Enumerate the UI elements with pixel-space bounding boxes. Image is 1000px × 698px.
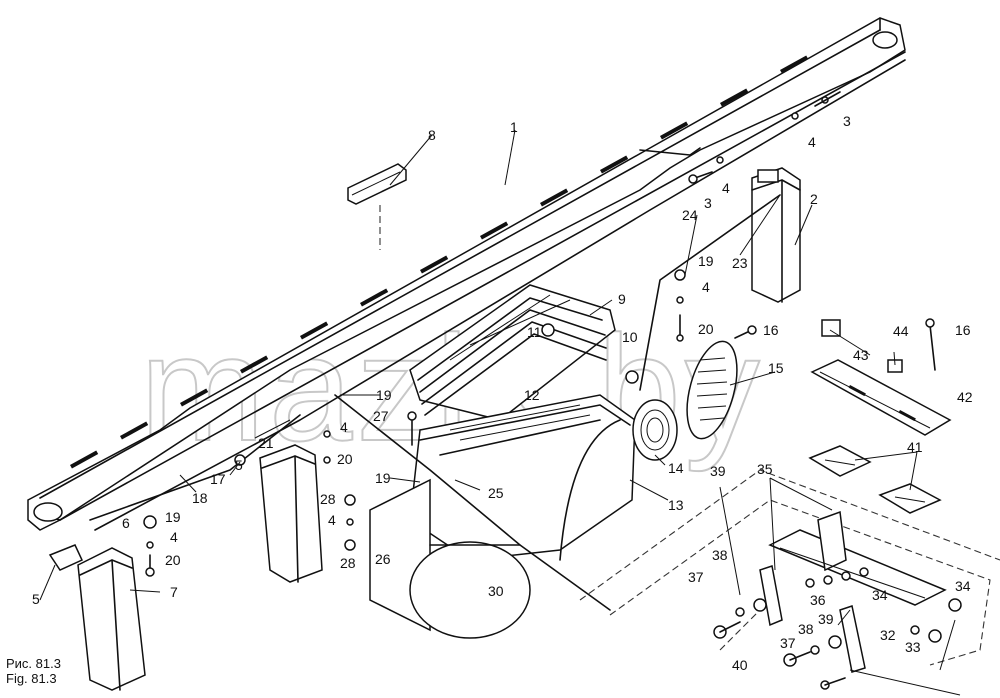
callout-10: 10 — [622, 329, 638, 345]
callout-2: 2 — [810, 191, 818, 207]
figure-caption: Рис. 81.3 Fig. 81.3 — [6, 656, 61, 686]
callout-34b: 34 — [872, 587, 888, 603]
callout-14: 14 — [668, 460, 684, 476]
heater-housing-part-13 — [409, 394, 636, 561]
leader-lines — [39, 129, 961, 696]
main-beam-part-1 — [27, 17, 906, 531]
callout-39a: 39 — [710, 463, 726, 479]
callout-13: 13 — [668, 497, 684, 513]
vent-grille-part-15 — [686, 340, 738, 440]
pad-part-8 — [347, 163, 407, 250]
callout-33: 33 — [905, 639, 921, 655]
lower-bracket-part-35 — [768, 510, 947, 606]
callout-15: 15 — [768, 360, 784, 376]
callout-29-slot: 28 — [340, 555, 356, 571]
plates-part-41 — [808, 445, 942, 514]
support-post-part-7 — [77, 547, 146, 691]
callout-4f: 4 — [170, 529, 178, 545]
callout-35: 35 — [757, 461, 773, 477]
callout-20a: 20 — [698, 321, 714, 337]
callout-19a: 19 — [698, 253, 714, 269]
callout-11: 11 — [527, 324, 542, 340]
caption-line-en: Fig. 81.3 — [6, 671, 57, 686]
levers — [759, 565, 866, 673]
callout-30: 30 — [488, 583, 504, 599]
callout-labels: 1 2 3 3 4 4 4 4 4 4 5 5 6 7 8 9 10 11 12… — [32, 113, 973, 673]
callout-5a: 5 — [32, 591, 40, 607]
support-post-part-2 — [751, 167, 801, 303]
callout-34a: 34 — [955, 578, 971, 594]
callout-9: 9 — [618, 291, 626, 307]
callout-20b: 20 — [337, 451, 353, 467]
callout-6: 6 — [122, 515, 130, 531]
callout-5b: 5 — [235, 457, 243, 473]
callout-44: 44 — [893, 323, 909, 339]
drum-assembly — [369, 478, 531, 639]
callout-19b: 19 — [376, 387, 392, 403]
callout-25: 25 — [488, 485, 504, 501]
callout-19d: 19 — [165, 509, 181, 525]
callout-42: 42 — [957, 389, 973, 405]
callout-20c: 20 — [165, 552, 181, 568]
fasteners — [48, 91, 962, 690]
bracket-part-42 — [810, 359, 952, 436]
callout-40: 40 — [732, 657, 748, 673]
callout-4a: 4 — [808, 134, 816, 150]
callout-28: 28 — [320, 491, 336, 507]
callout-19c: 19 — [375, 470, 391, 486]
callout-3b: 3 — [704, 195, 712, 211]
clip-parts-43 — [821, 319, 903, 373]
callout-26: 26 — [375, 551, 391, 567]
callout-36: 36 — [810, 592, 826, 608]
callout-38b: 38 — [798, 621, 814, 637]
callout-8: 8 — [428, 127, 436, 143]
callout-12: 12 — [524, 387, 540, 403]
caption-line-ru: Рис. 81.3 — [6, 656, 61, 671]
callout-4e: 4 — [328, 512, 336, 528]
cables — [89, 194, 781, 611]
callout-4c: 4 — [702, 279, 710, 295]
callout-38a: 38 — [712, 547, 728, 563]
callout-4d: 4 — [340, 419, 348, 435]
callout-24: 24 — [682, 207, 698, 223]
callout-32: 32 — [880, 627, 896, 643]
callout-39b: 39 — [818, 611, 834, 627]
callout-17: 17 — [210, 471, 226, 487]
callout-18: 18 — [192, 490, 208, 506]
callout-37b: 37 — [780, 635, 796, 651]
callout-1: 1 — [510, 119, 518, 135]
callout-4b: 4 — [722, 180, 730, 196]
beam-slots — [70, 55, 809, 469]
callout-37a: 37 — [688, 569, 704, 585]
callout-3a: 3 — [843, 113, 851, 129]
callout-23: 23 — [732, 255, 748, 271]
callout-43: 43 — [853, 347, 869, 363]
callout-41: 41 — [907, 439, 923, 455]
fan-part-14 — [632, 399, 678, 461]
callout-16a: 16 — [763, 322, 779, 338]
callout-27: 27 — [373, 408, 389, 424]
callout-16b: 16 — [955, 322, 971, 338]
callout-7: 7 — [170, 584, 178, 600]
callout-21: 21 — [258, 435, 274, 451]
heater-core-part-9 — [409, 284, 616, 421]
support-post-middle — [259, 444, 323, 583]
